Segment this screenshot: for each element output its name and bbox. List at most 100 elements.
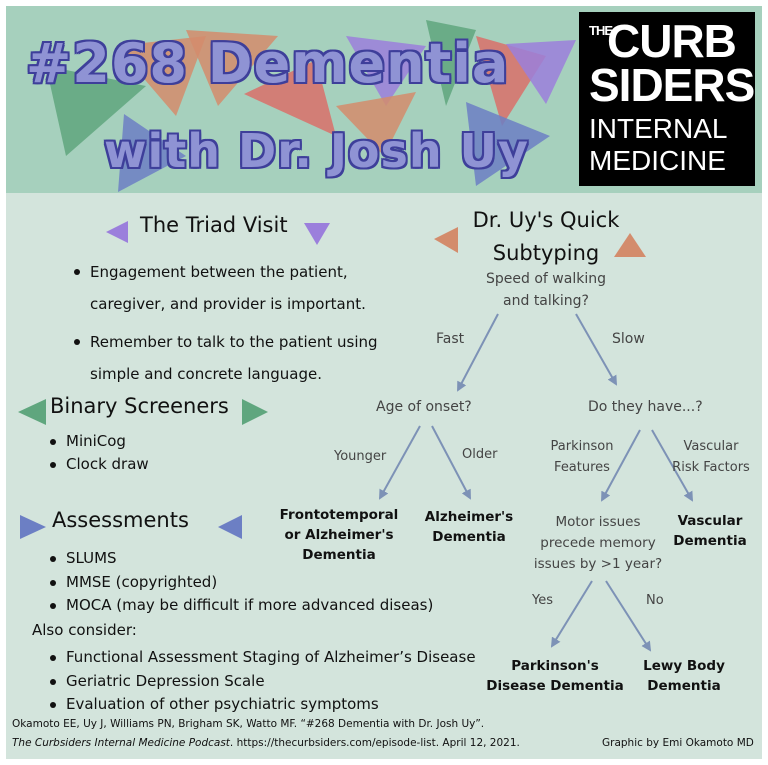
label-vascular-risk-factors: Vascular Risk Factors (666, 436, 756, 478)
flowchart-title-line: Dr. Uy's Quick (472, 208, 620, 232)
node-motor-issues: Motor issues precede memory issues by >1… (528, 512, 668, 575)
label-text: Features (554, 460, 610, 475)
outcome-lewy-body: Lewy Body Dementia (634, 656, 734, 696)
outcome-text: Parkinson's (511, 658, 599, 674)
also-consider-list: Functional Assessment Staging of Alzheim… (46, 646, 476, 717)
arrow-no (605, 580, 652, 652)
bg-triangle-purple (506, 40, 576, 104)
flowchart-arrows (379, 313, 693, 652)
binary-right-triangle-icon (242, 399, 268, 425)
flowchart-title: Dr. Uy's Quick Subtyping (466, 204, 626, 270)
section-markers (18, 221, 646, 539)
bg-triangle-purple (346, 36, 426, 106)
list-item: Functional Assessment Staging of Alzheim… (46, 646, 476, 670)
subtyping-left-triangle-icon (434, 227, 458, 253)
outcome-alzheimers: Alzheimer's Dementia (414, 507, 524, 547)
episode-title: #268 Dementia (26, 32, 510, 95)
bg-triangle-orange (336, 92, 416, 156)
citation-line1: Okamoto EE, Uy J, Williams PN, Brigham S… (12, 718, 485, 730)
header-banner: #268 Dementia with Dr. Josh Uy THECURB S… (6, 6, 762, 193)
bg-triangle-orange (116, 36, 206, 116)
node-text: and talking? (503, 293, 589, 309)
label-yes: Yes (532, 593, 553, 608)
assess-left-triangle-icon (20, 515, 46, 539)
arrow-older (431, 425, 471, 500)
podcast-name: The Curbsiders Internal Medicine Podcast (12, 737, 230, 749)
outcome-text: Alzheimer's (424, 509, 514, 525)
list-item: MMSE (copyrighted) (46, 571, 433, 595)
assess-right-triangle-icon (218, 515, 242, 539)
list-item: SLUMS (46, 547, 433, 571)
label-older: Older (462, 447, 498, 462)
episode-subtitle: with Dr. Josh Uy (104, 124, 530, 178)
outcome-parkinsons-disease-dementia: Parkinson's Disease Dementia (482, 656, 628, 696)
outcome-text: Vascular (677, 513, 743, 529)
label-text: Vascular (683, 439, 739, 454)
citation-url-date: . https://thecurbsiders.com/episode-list… (229, 737, 520, 749)
logo-the: THE (589, 23, 613, 38)
arrow-younger (379, 425, 421, 500)
logo-curb: CURB (607, 15, 737, 67)
label-parkinson-features: Parkinson Features (542, 436, 622, 478)
outcome-text: or Alzheimer's (284, 527, 394, 543)
list-item: Engagement between the patient, caregive… (70, 256, 400, 320)
outcome-frontotemporal: Frontotemporal or Alzheimer's Dementia (274, 505, 404, 565)
logo-medicine: MEDICINE (589, 145, 726, 176)
arrow-yes (550, 580, 593, 648)
binary-left-triangle-icon (18, 399, 46, 425)
triad-left-triangle-icon (106, 221, 128, 243)
list-item: Remember to talk to the patient using si… (70, 326, 400, 390)
arrow-fast (457, 313, 499, 392)
graphic-credit: Graphic by Emi Okamoto MD (602, 737, 754, 749)
label-younger: Younger (334, 449, 387, 464)
outcome-vascular: Vascular Dementia (668, 511, 752, 551)
logo-internal: INTERNAL (589, 113, 728, 144)
list-item: MOCA (may be difficult if more advanced … (46, 594, 433, 618)
node-age-onset: Age of onset? (376, 399, 472, 415)
decorative-triangles (46, 20, 576, 192)
bg-triangle-blue (466, 102, 550, 186)
label-text: Parkinson (550, 439, 614, 454)
label-text: Risk Factors (672, 460, 750, 475)
subtyping-right-triangle-icon (614, 233, 646, 257)
flowchart-title-line: Subtyping (492, 241, 600, 265)
outcome-text: Dementia (432, 529, 506, 545)
outcome-text: Dementia (673, 533, 747, 549)
triad-title: The Triad Visit (140, 213, 288, 237)
node-text: issues by >1 year? (533, 556, 663, 572)
triad-list: Engagement between the patient, caregive… (70, 256, 400, 396)
outcome-text: Lewy Body (643, 658, 725, 674)
arrow-vascular (651, 429, 693, 502)
node-text: precede memory (540, 535, 656, 551)
bg-triangle-orange (186, 30, 278, 106)
arrow-slow (575, 313, 617, 386)
binary-title: Binary Screeners (50, 394, 229, 418)
outcome-text: Dementia (302, 547, 376, 563)
outcome-text: Dementia (647, 678, 721, 694)
assessments-title: Assessments (52, 508, 189, 532)
node-text: Speed of walking (486, 271, 606, 287)
node-text: Motor issues (555, 514, 641, 530)
also-consider-title: Also consider: (32, 621, 137, 639)
outcome-text: Frontotemporal (279, 507, 399, 523)
bg-triangle-blue (118, 114, 186, 192)
bg-triangle-red (244, 60, 336, 136)
node-do-they-have: Do they have...? (588, 399, 703, 415)
bg-triangle-green (46, 66, 146, 156)
list-item: Clock draw (46, 453, 149, 476)
curbsiders-logo: THECURB SIDERS INTERNAL MEDICINE (579, 12, 755, 186)
binary-list: MiniCog Clock draw (46, 430, 149, 476)
logo-siders: SIDERS (589, 59, 755, 111)
assessments-list: SLUMS MMSE (copyrighted) MOCA (may be di… (46, 547, 433, 618)
infographic-card: #268 Dementia with Dr. Josh Uy THECURB S… (6, 6, 762, 759)
list-item: Geriatric Depression Scale (46, 670, 476, 694)
triad-right-triangle-icon (304, 223, 330, 245)
citation-line2: The Curbsiders Internal Medicine Podcast… (12, 737, 520, 749)
outcome-text: Disease Dementia (486, 678, 624, 694)
list-item: MiniCog (46, 430, 149, 453)
label-slow: Slow (612, 331, 645, 347)
list-item: Evaluation of other psychiatric symptoms (46, 693, 476, 717)
arrow-parkinson (601, 429, 641, 502)
label-fast: Fast (436, 331, 465, 347)
node-speed-question: Speed of walking and talking? (456, 268, 636, 312)
